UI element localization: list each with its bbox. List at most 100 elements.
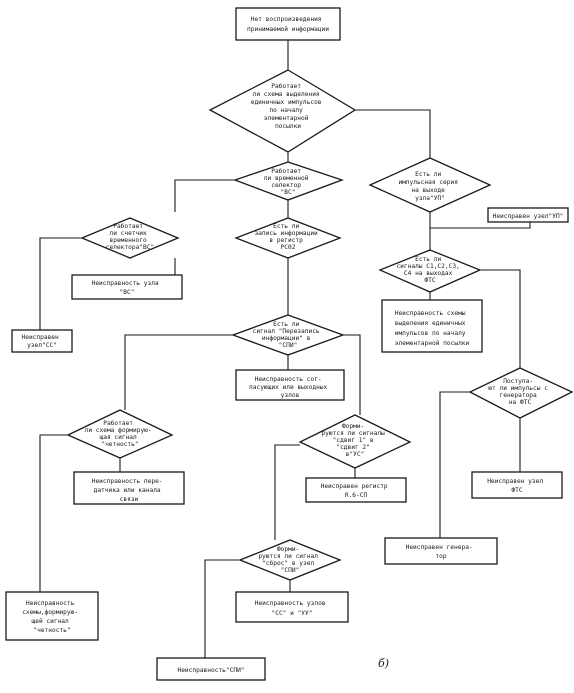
decision-time-selector: Работает ли временной селектор "ВС" — [233, 161, 344, 201]
result-separation-fault: Неисправность схемы выделения единичных … — [381, 299, 483, 353]
result-register-fault: Неисправен регистр R.6-СП — [305, 477, 407, 503]
svg-text:Неисправность пере- датч: Неисправность пере- датчика или канала с… — [92, 478, 167, 503]
node-text: Есть ли — [415, 171, 441, 178]
node-text: ли временной — [264, 174, 309, 182]
node-text: Неисправность"СПИ" — [177, 667, 244, 674]
decision-rewrite-spi: Есть ли сигнал "Перезапись информации" в… — [231, 314, 345, 356]
node-text: импульсов по началу — [395, 330, 466, 337]
node-text: узла"УП" — [415, 195, 445, 202]
node-text: Есть ли — [273, 223, 299, 230]
node-text: щая сигнал — [100, 434, 138, 441]
node-text: ют ли импульсы с — [488, 385, 548, 392]
decision-reset-signal: Форми- руются ли сигнал "сброс" в узел "… — [238, 539, 342, 581]
node-text: ли схема формирую- — [85, 426, 152, 434]
node-text: РС02 — [281, 244, 296, 251]
node-text: на ФТС — [509, 399, 532, 406]
svg-text:Форми- руются ли сигналы: Форми- руются ли сигналы "сдвиг 1" в "сд… — [321, 423, 388, 458]
node-text: Работает — [271, 167, 301, 175]
node-text: на выходе — [411, 187, 445, 194]
decision-pulse-series: Есть ли импульсная серия на выходе узла"… — [368, 157, 492, 213]
result-up-fault: Неисправен узел"УП" — [487, 207, 569, 223]
node-text: Работает — [271, 82, 301, 90]
node-text: "четность" — [33, 627, 70, 634]
node-text: в регистр — [269, 237, 303, 244]
node-text: селектора"ВС" — [106, 244, 154, 251]
node-text: Неисправен — [22, 334, 60, 341]
node-text: Неисправность сог- — [255, 376, 322, 383]
node-text: "ВС" — [281, 189, 296, 196]
svg-text:Работает ли временной: Работает ли временной селектор "ВС" — [264, 167, 312, 196]
svg-text:Неисправен узел ФТС: Неисправен узел ФТС — [487, 478, 547, 494]
node-text: узлов — [281, 392, 300, 399]
node-text: Нет воспроизведения — [251, 16, 322, 23]
result-generator-fault: Неисправен генера- тор — [384, 537, 498, 565]
node-text: Неисправен узел"УП" — [493, 213, 564, 220]
node-text: "сброс" в узел — [262, 559, 314, 567]
svg-text:Неисправность сог- ласую: Неисправность сог- ласующих или выходных… — [249, 376, 331, 399]
result-transmitter-fault: Неисправность пере- датчика или канала с… — [73, 471, 185, 505]
connectors — [39, 40, 531, 658]
node-text: по началу — [269, 107, 303, 114]
node-text: генератора — [500, 392, 538, 399]
node-text: Работает — [103, 419, 133, 427]
svg-text:Неисправен узел"УП": Неисправен узел"УП" — [493, 213, 564, 220]
node-text: схемы,формирую- — [22, 608, 78, 616]
svg-text:Работает ли схема выделе: Работает ли схема выделения единичных им… — [251, 82, 326, 130]
node-text: "СПИ" — [279, 342, 298, 349]
node-text: временного — [110, 237, 148, 244]
node-text: Неисправность узлов — [255, 600, 326, 607]
node-text: импульсная серия — [398, 179, 458, 186]
svg-text:Неисправность узлов "СС": Неисправность узлов "СС" и "УУ" — [255, 600, 330, 617]
node-text: ли счетчик — [110, 230, 148, 237]
node-text: ли схема выделения — [253, 91, 320, 98]
node-text: единичных импульсов — [251, 99, 322, 106]
node-text: Неисправность пере- — [92, 478, 163, 485]
svg-text:Есть ли импульсная серия: Есть ли импульсная серия на выходе узла"… — [398, 171, 461, 202]
node-text: ФТС — [424, 277, 435, 284]
node-text: Есть ли — [273, 321, 299, 328]
node-text: "ВС" — [120, 289, 135, 296]
node-text: принимаемой информации — [247, 25, 329, 33]
node-text: Неисправность — [26, 600, 75, 607]
node-text: ФТС — [511, 487, 522, 494]
node-text: ласующих или выходных — [249, 384, 328, 391]
node-text: датчика или канала — [94, 487, 161, 494]
node-text: посылки — [275, 123, 301, 130]
svg-text:Неисправность схемы,форм: Неисправность схемы,формирую- щей сигнал… — [22, 600, 82, 634]
node-text: "СПИ" — [281, 567, 300, 574]
node-text: связи — [120, 496, 139, 503]
result-ss-fault: Неисправен узел"СС" — [11, 329, 73, 353]
decision-shift-signals: Форми- руются ли сигналы "сдвиг 1" в "сд… — [298, 414, 412, 469]
result-parity-fault: Неисправность схемы,формирую- щей сигнал… — [5, 591, 99, 641]
result-nodes-fault: Неисправность узлов "СС" и "УУ" — [235, 591, 349, 623]
node-text: элементарной — [264, 114, 309, 122]
decision-register-write: Есть ли запись информации в регистр РС02 — [234, 217, 342, 259]
node-text: руются ли сигнал — [258, 553, 318, 560]
node-text: "сдвиг 1" в — [333, 437, 374, 444]
node-text: информации" в — [262, 334, 311, 342]
node-text: Неисправен узел — [487, 478, 543, 485]
result-vs-fault: Неисправность узла "ВС" — [71, 274, 183, 300]
node-text: сигналы С1,С2,С3, — [396, 263, 459, 270]
node-text: Есть ли — [415, 256, 441, 263]
node-text: выделения единичных — [395, 320, 466, 327]
svg-text:Неисправен генера- тор: Неисправен генера- тор — [406, 544, 477, 560]
svg-text:Есть ли сигналы С1,С2,С3: Есть ли сигналы С1,С2,С3, С4 на выходах … — [396, 256, 463, 284]
node-text: Неисправен генера- — [406, 544, 473, 551]
node-text: селектор — [271, 182, 301, 189]
node-text: руются ли сигналы — [321, 430, 385, 437]
svg-text:Неисправен регистр R.6-С: Неисправен регистр R.6-СП — [321, 483, 392, 499]
node-text: в"УС" — [346, 451, 365, 458]
node-text: "четность" — [101, 441, 138, 448]
node-text: R.6-СП — [345, 492, 368, 499]
node-text: запись информации — [254, 229, 318, 237]
svg-text:Работает ли счетчик: Работает ли счетчик временного селектора… — [106, 222, 154, 251]
result-matching-fault: Неисправность сог- ласующих или выходных… — [235, 369, 345, 401]
node-text: Форми- — [342, 423, 364, 430]
node-text: тор — [435, 553, 446, 560]
figure-label: б) — [378, 657, 389, 670]
svg-text:Есть ли запись информаци: Есть ли запись информации в регистр РС02 — [254, 223, 321, 251]
svg-text:Есть ли сигнал "Перезапи: Есть ли сигнал "Перезапись информации" в… — [253, 321, 324, 349]
result-spi-fault: Неисправность"СПИ" — [156, 657, 266, 681]
